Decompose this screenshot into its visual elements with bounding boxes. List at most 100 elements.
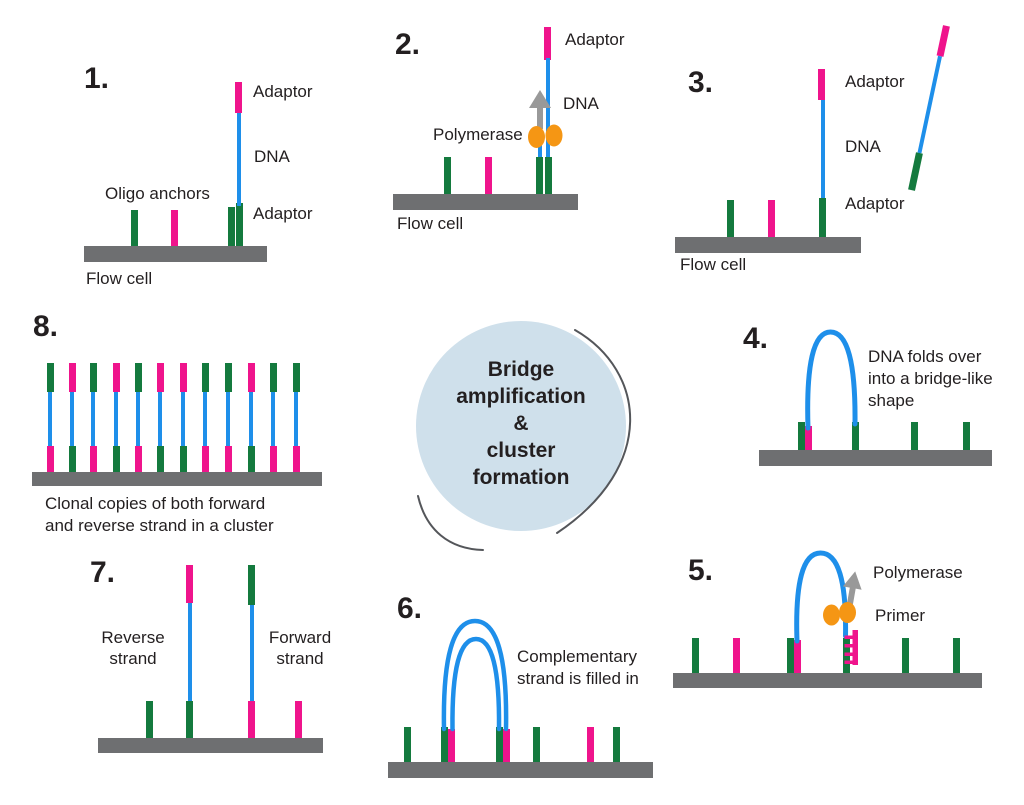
adaptor-green-segment bbox=[236, 203, 243, 246]
oligo-anchor-pink bbox=[171, 210, 178, 246]
oligo-anchor-pink bbox=[768, 200, 775, 237]
step-2-number: 2. bbox=[395, 28, 421, 61]
cluster-strand bbox=[134, 363, 142, 472]
adaptor-pink-segment bbox=[89, 446, 97, 472]
oligo-anchor-pink bbox=[485, 157, 492, 194]
adaptor-pink-segment bbox=[46, 446, 54, 472]
adaptor-green-segment bbox=[46, 363, 54, 392]
oligo-anchor-pink bbox=[295, 701, 302, 738]
adaptor-bottom-label: Adaptor bbox=[845, 194, 905, 213]
oligo-anchor-green bbox=[911, 422, 918, 450]
adaptor-pink-segment bbox=[269, 446, 277, 472]
dna-strand-segment bbox=[91, 392, 95, 446]
forward-strand-pink-base bbox=[248, 701, 255, 738]
step-5-number: 5. bbox=[688, 554, 714, 587]
reverse-strand-green-base bbox=[186, 701, 193, 738]
cluster-strand bbox=[224, 363, 232, 472]
oligo-anchor-pink bbox=[587, 727, 594, 762]
polymerase-label: Polymerase bbox=[873, 563, 963, 582]
oligo-anchor-green bbox=[131, 210, 138, 246]
oligo-anchor-green bbox=[404, 727, 411, 762]
oligo-anchor-green bbox=[613, 727, 620, 762]
flow-cell-bar bbox=[388, 762, 653, 778]
dna-label: DNA bbox=[845, 137, 881, 156]
dna-label: DNA bbox=[563, 94, 599, 113]
adaptor-top-label: Adaptor bbox=[253, 82, 313, 101]
adaptor-pink-segment bbox=[201, 446, 209, 472]
center-circle-title: Bridge amplification & cluster formation bbox=[456, 358, 586, 489]
forward-strand-dna bbox=[250, 605, 254, 701]
flow-cell-bar bbox=[759, 450, 992, 466]
adaptor-pink-segment bbox=[544, 27, 551, 60]
annealed-pink-segment bbox=[805, 426, 812, 450]
oligo-anchor-green bbox=[228, 207, 235, 246]
adaptor-pink-segment bbox=[292, 446, 300, 472]
reverse-strand-dna bbox=[188, 603, 192, 701]
cluster-strand bbox=[156, 363, 164, 472]
dna-strand-segment bbox=[158, 392, 162, 446]
dna-strand-segment bbox=[203, 392, 207, 446]
dna-strand-segment bbox=[821, 100, 825, 198]
oligo-anchors-label: Oligo anchors bbox=[105, 184, 210, 203]
adaptor-pink-segment bbox=[112, 363, 120, 392]
step-8-number: 8. bbox=[33, 310, 59, 343]
oligo-anchor-green bbox=[787, 638, 794, 673]
adaptor-green-segment bbox=[224, 363, 232, 392]
dna-strand-segment bbox=[546, 58, 550, 159]
forward-strand-green-tip bbox=[248, 565, 255, 605]
oligo-anchor-green bbox=[533, 727, 540, 762]
dna-strand-segment bbox=[237, 112, 241, 206]
adaptor-green-segment bbox=[545, 157, 552, 194]
step-4-caption: DNA folds over into a bridge-like shape bbox=[868, 347, 993, 410]
adaptor-pink-segment bbox=[134, 446, 142, 472]
adaptor-green-segment bbox=[134, 363, 142, 392]
adaptor-green-segment bbox=[156, 446, 164, 472]
flow-cell-bar bbox=[84, 246, 267, 262]
cluster-strand bbox=[269, 363, 277, 472]
flow-cell-label: Flow cell bbox=[680, 255, 747, 274]
adaptor-label: Adaptor bbox=[565, 30, 625, 49]
annealed-pink-segment bbox=[448, 729, 455, 762]
step-6-caption: Complementary strand is filled in bbox=[517, 647, 639, 688]
dna-strand-segment bbox=[181, 392, 185, 446]
adaptor-green-segment bbox=[292, 363, 300, 392]
dna-label: DNA bbox=[254, 147, 290, 166]
cluster-strand bbox=[112, 363, 120, 472]
flow-cell-bar bbox=[393, 194, 578, 210]
dna-strand-segment bbox=[271, 392, 275, 446]
adaptor-green-segment bbox=[247, 446, 255, 472]
adaptor-bottom-label: Adaptor bbox=[253, 204, 313, 223]
flow-cell-bar bbox=[675, 237, 861, 253]
dna-strand-segment bbox=[249, 392, 253, 446]
flow-cell-label: Flow cell bbox=[86, 269, 153, 288]
step-7-number: 7. bbox=[90, 556, 116, 589]
forward-strand-label: Forward strand bbox=[268, 628, 332, 668]
adaptor-pink-segment bbox=[68, 363, 76, 392]
oligo-anchor-green bbox=[146, 701, 153, 738]
annealed-pink-segment bbox=[794, 640, 801, 673]
adaptor-pink-segment bbox=[818, 69, 825, 100]
oligo-anchor-green bbox=[692, 638, 699, 673]
cluster-strand bbox=[247, 363, 255, 472]
oligo-anchor-green bbox=[727, 200, 734, 237]
flow-cell-bar bbox=[98, 738, 323, 753]
adaptor-green-segment bbox=[201, 363, 209, 392]
primer-label: Primer bbox=[875, 606, 926, 625]
adaptor-pink-segment bbox=[247, 363, 255, 392]
dna-strand-segment bbox=[226, 392, 230, 446]
cluster-strand bbox=[89, 363, 97, 472]
dna-strand-segment bbox=[48, 392, 52, 446]
oligo-anchor-green bbox=[444, 157, 451, 194]
dna-strand-segment bbox=[70, 392, 74, 446]
flow-cell-bar bbox=[673, 673, 982, 688]
dna-strand-segment bbox=[114, 392, 118, 446]
oligo-anchor-green bbox=[798, 422, 805, 450]
adaptor-green-segment bbox=[819, 198, 826, 237]
oligo-anchor-green bbox=[496, 727, 503, 762]
annealed-pink-segment bbox=[503, 729, 510, 762]
cluster-strand bbox=[201, 363, 209, 472]
cluster-strand bbox=[292, 363, 300, 472]
cluster-strand bbox=[46, 363, 54, 472]
